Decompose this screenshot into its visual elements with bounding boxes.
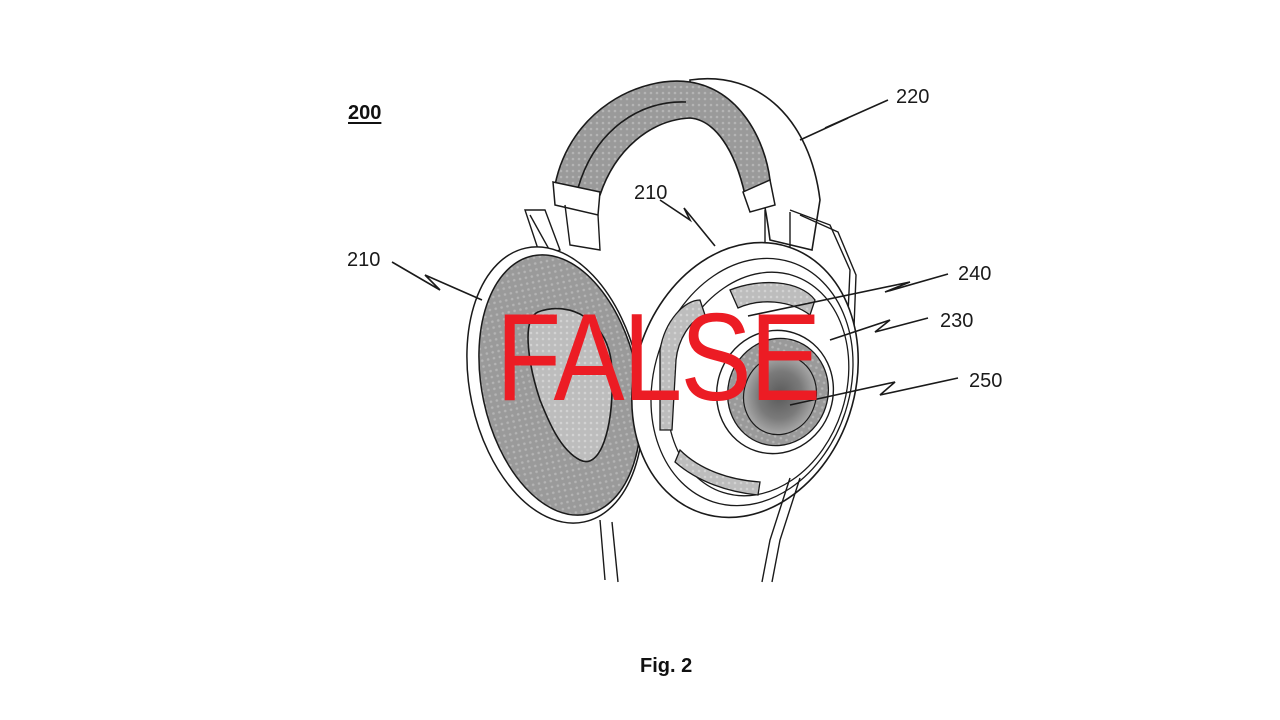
reference-label-250: 250 bbox=[969, 370, 1003, 392]
figure-number: 200 bbox=[348, 102, 382, 124]
false-stamp-overlay: FALSE bbox=[496, 289, 821, 427]
left-earpad-210 bbox=[466, 246, 644, 524]
cables bbox=[599, 477, 801, 583]
leader-lines bbox=[391, 99, 959, 406]
driver-250 bbox=[715, 329, 835, 455]
reference-label-210-top: 210 bbox=[634, 182, 668, 204]
reference-label-240: 240 bbox=[958, 263, 992, 285]
figure-caption: Fig. 2 bbox=[640, 655, 693, 677]
reference-label-230: 230 bbox=[940, 310, 974, 332]
reference-label-220: 220 bbox=[896, 86, 930, 108]
reference-label-210-left: 210 bbox=[347, 249, 381, 271]
